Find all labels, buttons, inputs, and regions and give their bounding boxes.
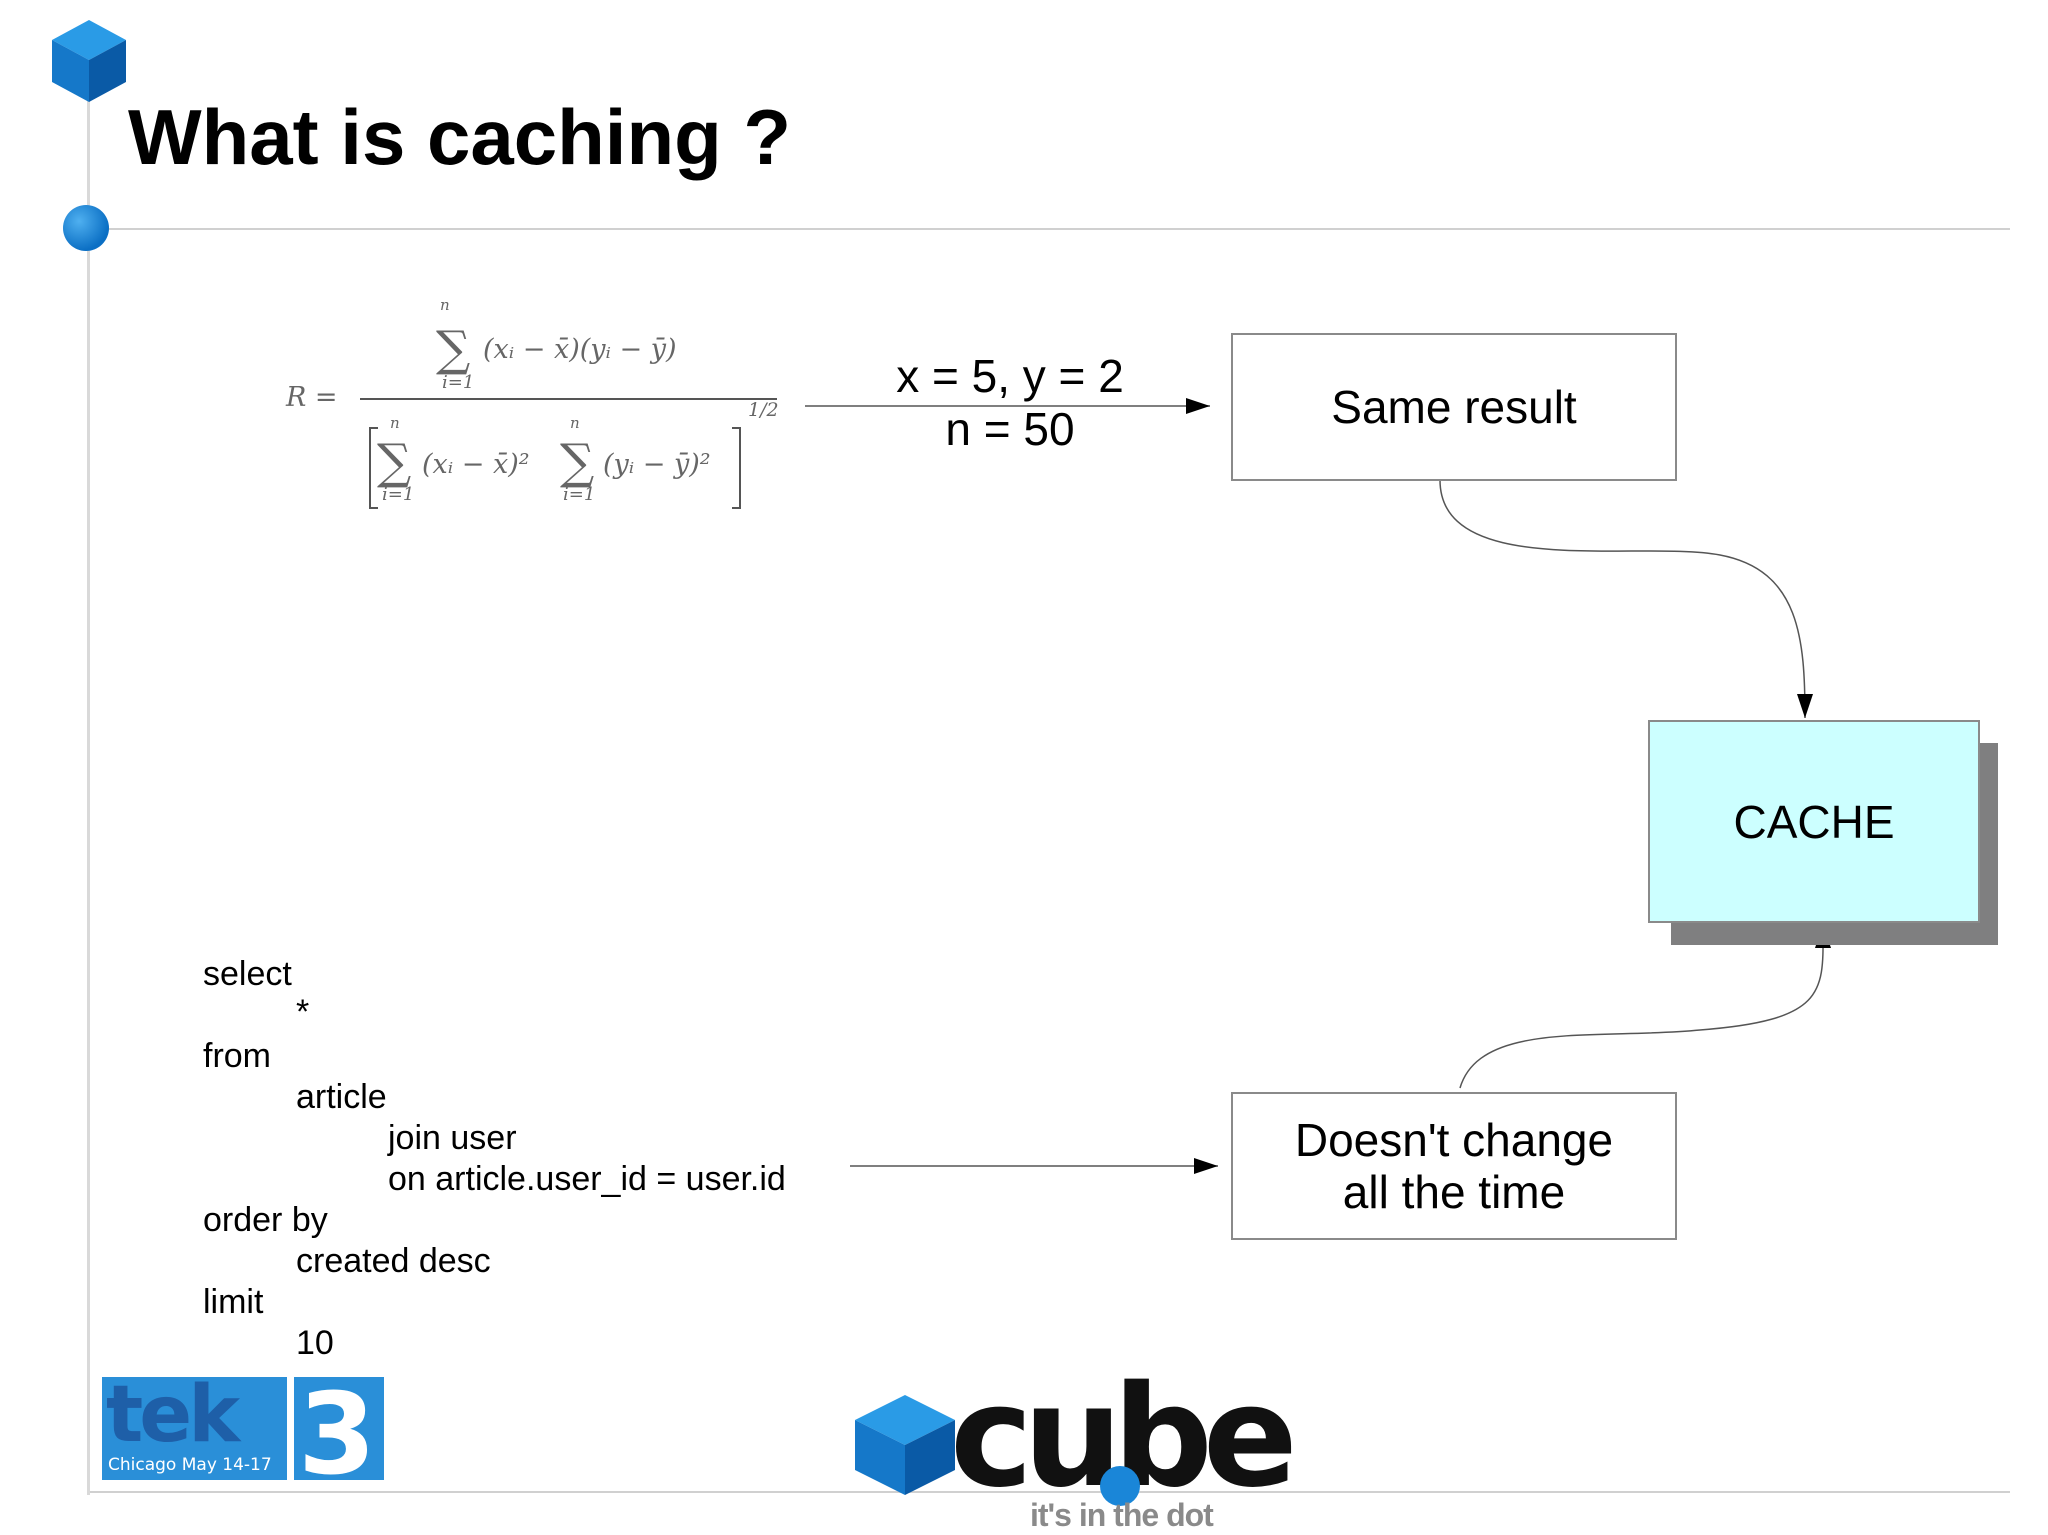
sql-line: from	[203, 1037, 271, 1075]
tagline: it's in the dot	[1030, 1497, 1214, 1533]
sigma-symbol-2: ∑	[377, 434, 411, 490]
formula-lhs: R =	[285, 382, 338, 413]
sum-upper-label: n	[440, 296, 450, 314]
sum-lower-label-3: i=1	[563, 484, 595, 505]
slide-vertical-rule	[87, 95, 90, 1495]
slide-title: What is caching ?	[128, 93, 792, 181]
sql-line: limit	[203, 1283, 264, 1321]
cube-corner-icon	[52, 20, 126, 102]
title-underline	[90, 228, 2010, 230]
tek-subtitle: Chicago May 14-17	[108, 1455, 272, 1475]
sum-upper-label-2: n	[390, 414, 400, 432]
correlation-formula: R = n ∑ i=1 (xᵢ − x̄)(yᵢ − ȳ) 1/2 n ∑ i=…	[285, 296, 779, 509]
sql-line: order by	[203, 1201, 328, 1239]
same-result-label: Same result	[1331, 381, 1577, 433]
sql-line: on article.user_id = user.id	[388, 1160, 786, 1198]
same-result-box: Same result	[1231, 333, 1677, 481]
result-to-cache-arrow	[1439, 479, 1813, 719]
cube-dot-icon	[1100, 1466, 1140, 1506]
static-to-cache-arrow	[1459, 923, 1832, 1089]
doesnt-change-box: Doesn't change all the time	[1231, 1092, 1677, 1240]
sql-line: article	[296, 1078, 387, 1116]
tek-wordmark: tek	[106, 1377, 242, 1460]
sum-upper-label-3: n	[570, 414, 580, 432]
cube-logo: cube	[855, 1356, 1302, 1519]
formula-denominator-left: (xᵢ − x̄)²	[422, 449, 530, 480]
params-line-2: n = 50	[945, 403, 1075, 455]
params-line-1: x = 5, y = 2	[896, 350, 1124, 402]
formula-denominator-right: (yᵢ − ȳ)²	[603, 449, 711, 480]
doesnt-change-line-1: Doesn't change	[1294, 1114, 1614, 1166]
sql-line: join user	[388, 1119, 517, 1157]
formula-numerator: (xᵢ − x̄)(yᵢ − ȳ)	[483, 334, 677, 365]
tek13-logo: tek Chicago May 14-17 3	[102, 1377, 384, 1480]
sql-line: 10	[296, 1324, 334, 1362]
sum-lower-label: i=1	[442, 372, 474, 393]
sql-line: created desc	[296, 1242, 491, 1280]
sql-line: select	[203, 955, 292, 993]
footer-rule	[90, 1491, 2010, 1493]
tek-number: 3	[298, 1377, 376, 1480]
formula-exponent: 1/2	[748, 399, 779, 421]
doesnt-change-line-2: all the time	[1342, 1166, 1566, 1218]
sigma-symbol: ∑	[436, 321, 470, 377]
accent-dot-icon	[63, 205, 109, 251]
cache-box: CACHE	[1648, 720, 1980, 923]
sql-line: *	[296, 993, 310, 1031]
sum-lower-label-2: i=1	[382, 484, 414, 505]
input-params: x = 5, y = 2 n = 50	[860, 350, 1160, 456]
sigma-symbol-3: ∑	[560, 434, 594, 490]
cache-label: CACHE	[1733, 795, 1895, 848]
